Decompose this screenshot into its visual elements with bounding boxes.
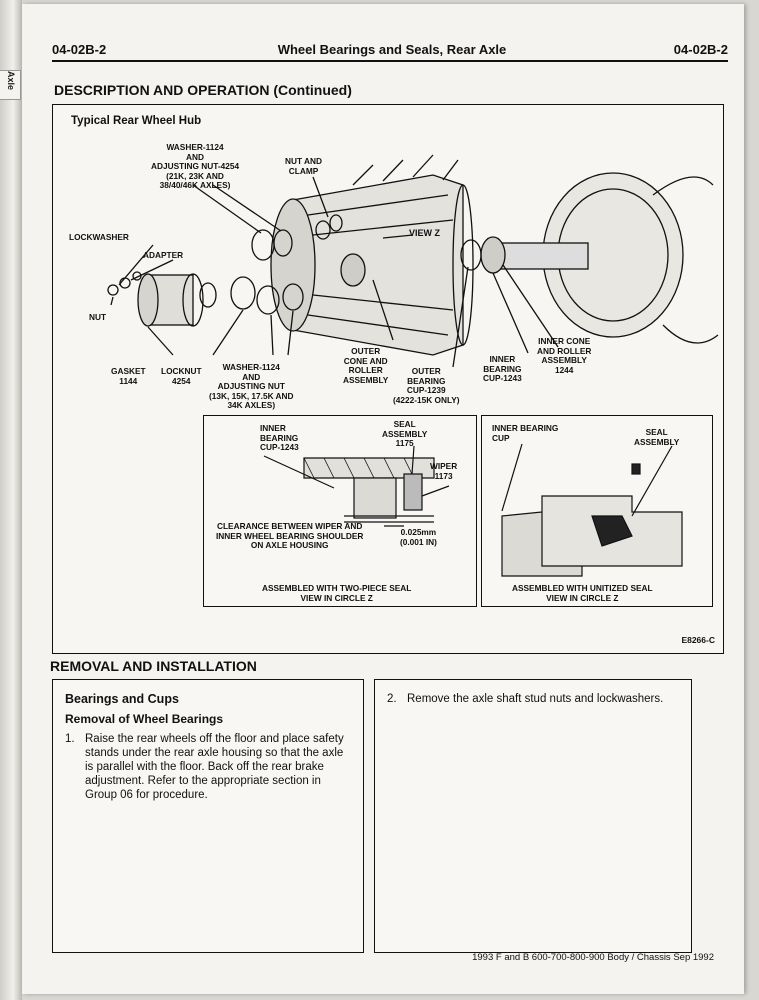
label-view-z: VIEW Z [409, 228, 440, 238]
procedure-step: 1. Raise the rear wheels off the floor a… [65, 732, 351, 802]
unitized-seal-drawing [501, 443, 683, 577]
label-locknut: LOCKNUT 4254 [161, 366, 202, 386]
page-number-left: 04-02B-2 [52, 42, 107, 57]
label-lockwasher: LOCKWASHER [69, 232, 129, 242]
label-outer-cone-roller: OUTER CONE AND ROLLER ASSEMBLY [343, 346, 389, 385]
section-title-description: DESCRIPTION AND OPERATION (Continued) [54, 82, 352, 98]
label-inner-cone-roller: INNER CONE AND ROLLER ASSEMBLY 1244 [537, 336, 592, 375]
label-washer-adjusting-nut-bottom: WASHER-1124 AND ADJUSTING NUT (13K, 15K,… [209, 362, 294, 410]
procedure-box-right: 2. Remove the axle shaft stud nuts and l… [374, 679, 692, 953]
step-text: Raise the rear wheels off the floor and … [85, 733, 344, 801]
inset-unitized-seal: INNER BEARING CUP SEAL ASSEMBLY ASSEMBLE… [481, 415, 713, 607]
inset-left-caption: ASSEMBLED WITH TWO-PIECE SEAL VIEW IN CI… [262, 583, 412, 603]
header-rule [52, 60, 728, 62]
inset-left-label-clearance: CLEARANCE BETWEEN WIPER AND INNER WHEEL … [216, 521, 364, 550]
label-inner-bearing-cup: INNER BEARING CUP-1243 [483, 354, 522, 383]
inset-right-label-inner-cup: INNER BEARING CUP [492, 423, 559, 443]
two-piece-seal-drawing [263, 445, 450, 527]
inset-left-label-inner-cup: INNER BEARING CUP-1243 [260, 423, 299, 452]
inset-right-label-seal: SEAL ASSEMBLY [634, 427, 680, 447]
inset-left-label-measurement: 0.025mm (0.001 IN) [400, 527, 437, 547]
label-nut-and-clamp: NUT AND CLAMP [285, 156, 323, 176]
hub-exploded-drawing [107, 154, 719, 368]
step-text: Remove the axle shaft stud nuts and lock… [407, 693, 664, 705]
section-title-removal: REMOVAL AND INSTALLATION [50, 658, 257, 674]
inset-left-label-seal: SEAL ASSEMBLY 1175 [382, 419, 428, 448]
label-nut: NUT [89, 312, 107, 322]
procedure-step: 2. Remove the axle shaft stud nuts and l… [387, 692, 679, 706]
binder-tab: Axle [0, 70, 21, 100]
figure-rear-wheel-hub: Typical Rear Wheel Hub [52, 104, 724, 654]
label-adapter: ADAPTER [143, 250, 184, 260]
procedure-heading: Bearings and Cups [65, 692, 179, 706]
label-gasket: GASKET 1144 [111, 366, 146, 386]
step-number: 2. [387, 693, 397, 705]
inset-left-label-wiper: WIPER 1173 [430, 461, 458, 481]
binder-edge: Axle [0, 0, 22, 1000]
figure-code: E8266-C [681, 635, 715, 645]
label-outer-bearing-cup: OUTER BEARING CUP-1239 (4222-15K ONLY) [393, 366, 460, 405]
step-number: 1. [65, 733, 75, 745]
page-header-title: Wheel Bearings and Seals, Rear Axle [277, 42, 507, 57]
procedure-box-left: Bearings and Cups Removal of Wheel Beari… [52, 679, 364, 953]
label-washer-adjusting-nut-top: WASHER-1124 AND ADJUSTING NUT-4254 (21K,… [151, 142, 240, 190]
page-number-right: 04-02B-2 [673, 42, 728, 57]
manual-page: 04-02B-2 Wheel Bearings and Seals, Rear … [22, 4, 744, 994]
page-footer: 1993 F and B 600-700-800-900 Body / Chas… [472, 952, 714, 963]
inset-two-piece-seal: INNER BEARING CUP-1243 SEAL ASSEMBLY 117… [203, 415, 477, 607]
figure-title: Typical Rear Wheel Hub [71, 115, 202, 127]
inset-right-caption: ASSEMBLED WITH UNITIZED SEAL VIEW IN CIR… [512, 583, 653, 603]
procedure-subheading: Removal of Wheel Bearings [65, 712, 224, 726]
